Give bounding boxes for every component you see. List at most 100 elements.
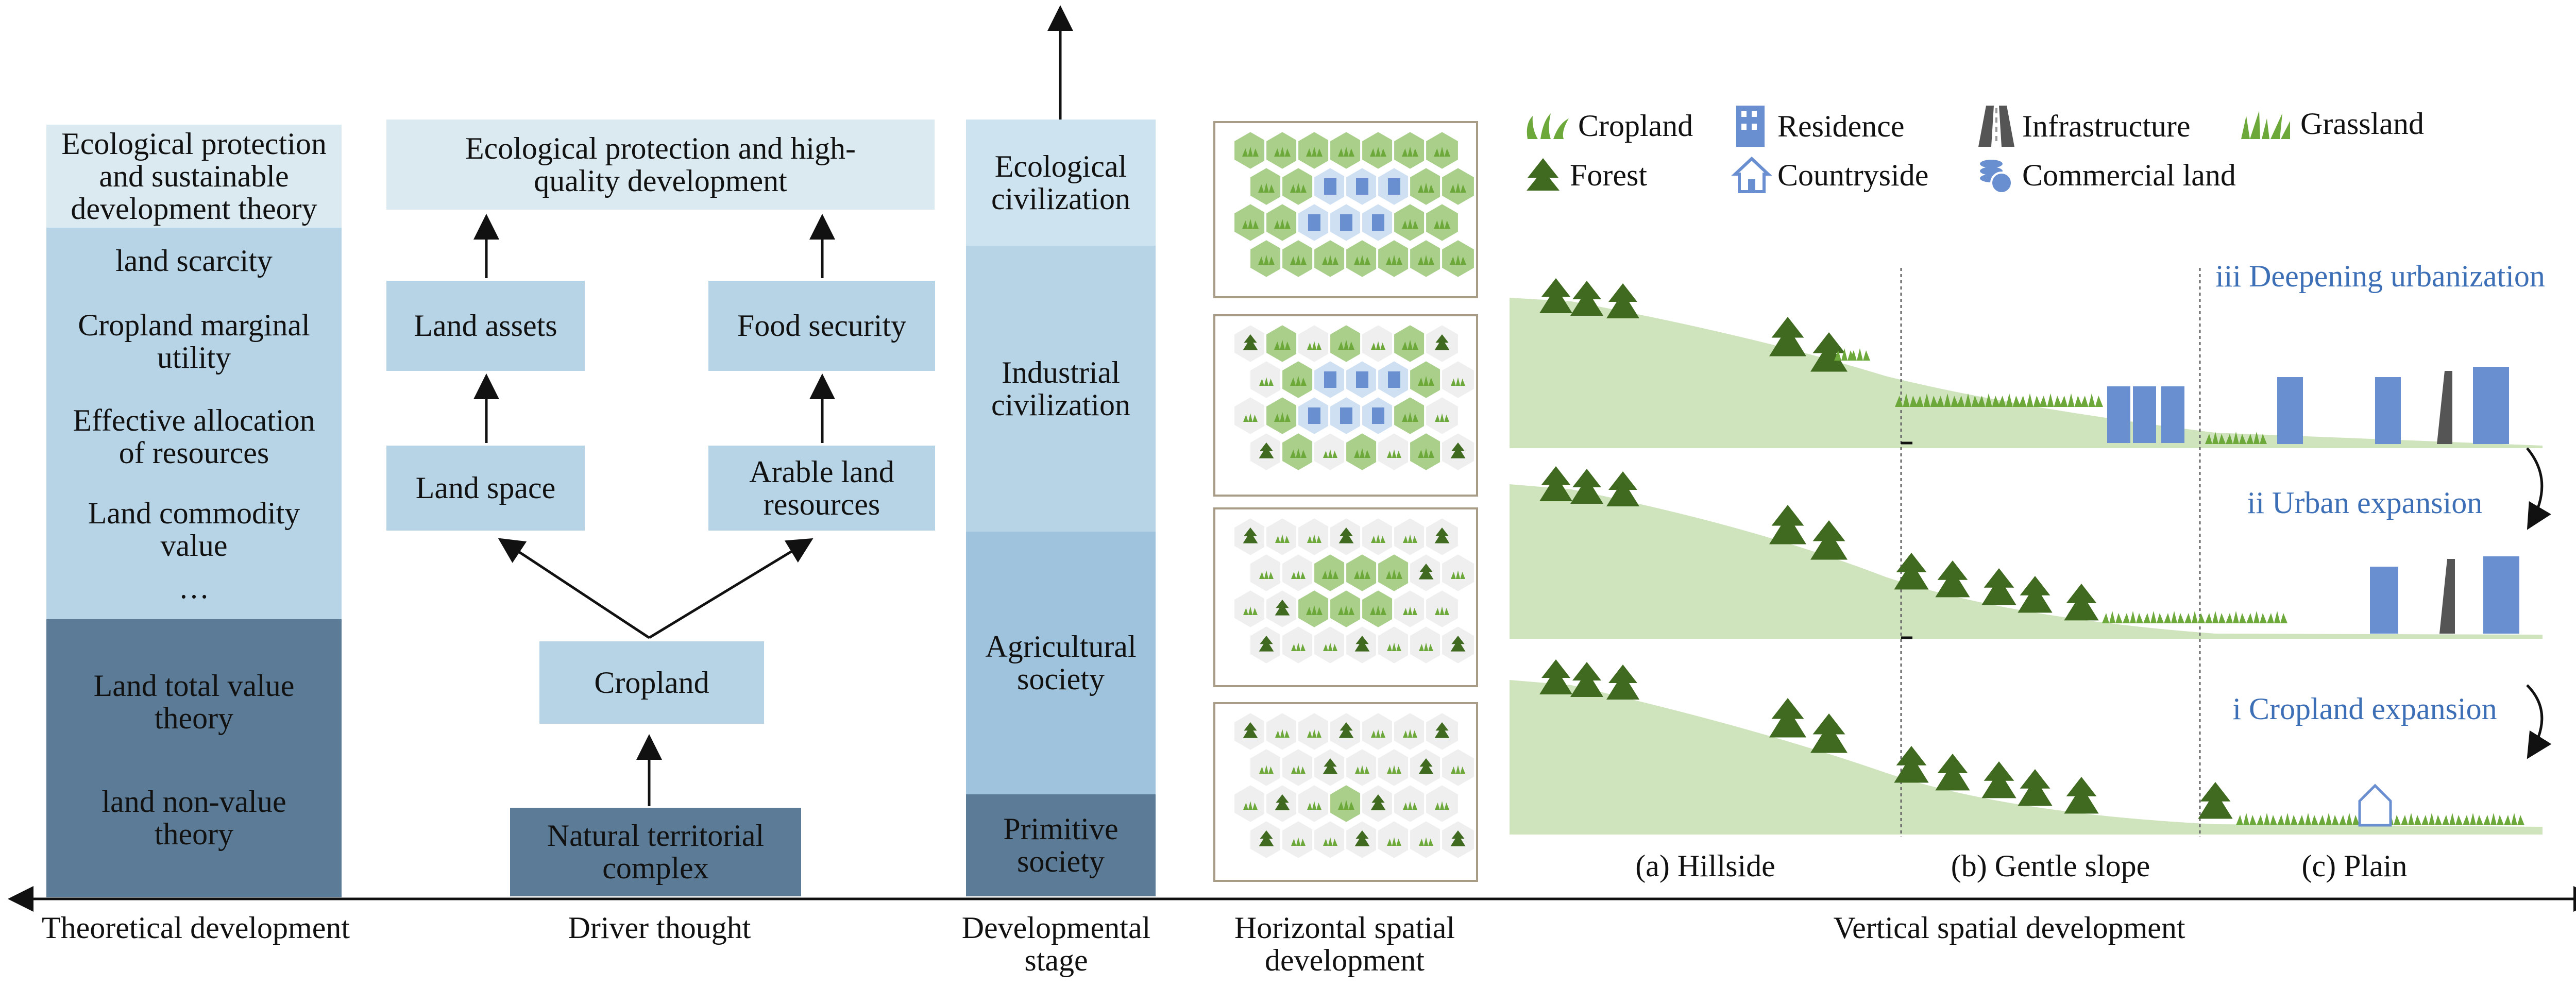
legend-cropland: Cropland (1522, 108, 1693, 144)
grass-icon (1259, 765, 1274, 774)
commercial-icon (1980, 160, 2013, 194)
theory-item: Effective allocation of resources (73, 403, 315, 470)
theory-mid-box (46, 228, 342, 619)
theory-item: … (178, 571, 210, 605)
legend-grassland: Grassland (2239, 106, 2424, 142)
tree-icon (1570, 469, 1603, 504)
label-hillside: (a) Hillside (1635, 849, 1775, 883)
axis-label-theoretical: Theoretical development (41, 911, 350, 945)
tree-icon (1259, 636, 1274, 652)
building-icon (2107, 386, 2130, 443)
forest-icon (1527, 158, 1560, 191)
countryside-icon (1731, 156, 1772, 193)
grass-icon (1291, 570, 1306, 579)
grass-icon (1307, 534, 1321, 543)
tree-icon (1539, 659, 1572, 694)
grass-icon (2102, 611, 2123, 623)
grass-icon (1957, 393, 1979, 407)
grass-icon (1259, 570, 1274, 579)
grass-icon (1355, 765, 1369, 774)
road-icon (2439, 559, 2455, 634)
tree-icon (1769, 698, 1806, 738)
cropland-icon (1527, 113, 1569, 139)
grass-icon (2463, 813, 2483, 825)
grass-icon (1243, 801, 1258, 810)
theory-item: Land commodity value (88, 496, 300, 563)
building-icon (2370, 567, 2398, 634)
tree-icon (1323, 758, 1338, 774)
building-icon (1356, 371, 1368, 388)
grass-icon (1370, 605, 1386, 615)
grass-icon (2184, 611, 2205, 623)
building-icon (1388, 178, 1400, 195)
tree-icon (1243, 527, 1258, 543)
grass-icon (1338, 799, 1354, 810)
grass-icon (1338, 605, 1354, 615)
legend-countryside: Countryside (1731, 155, 1928, 196)
food-security-box: Food security (708, 281, 935, 371)
grass-icon (1371, 729, 1385, 738)
driver-goal-box: Ecological protection and high-quality d… (386, 120, 935, 210)
tree-icon (1338, 527, 1354, 543)
tree-icon (1450, 443, 1466, 458)
building-icon (1308, 407, 1320, 424)
axis-label-driver: Driver thought (568, 911, 751, 945)
axis-label-vertical: Vertical spatial development (1833, 911, 2185, 945)
grass-icon (1434, 146, 1450, 157)
grass-icon (2504, 813, 2524, 825)
theory-top-box: Ecological protection and sustainable de… (46, 125, 342, 228)
legend-commercial: Commercial land (1976, 155, 2236, 196)
infrastructure-icon (1978, 106, 2014, 147)
grass-icon (1290, 182, 1307, 193)
tree-icon (1606, 283, 1639, 318)
grass-icon (2483, 813, 2504, 825)
building-icon (1372, 407, 1384, 424)
grass-icon (1402, 412, 1418, 422)
grass-icon (1354, 254, 1370, 265)
grass-icon (1243, 413, 1258, 422)
tree-icon (1570, 662, 1603, 697)
building-icon (2133, 386, 2156, 443)
grass-icon (2246, 611, 2267, 623)
tree-icon (1981, 568, 2016, 605)
grass-icon (1371, 341, 1385, 350)
grass-icon (1403, 534, 1417, 543)
grass-icon (1998, 393, 2021, 407)
label-cropland-expansion: i Cropland expansion (2232, 692, 2497, 726)
grass-icon (2401, 813, 2421, 825)
road-icon (2437, 371, 2452, 444)
grass-icon (1418, 182, 1434, 193)
grass-icon (1307, 729, 1321, 738)
grass-icon (1895, 393, 1918, 407)
grass-icon (1419, 642, 1433, 651)
grass-icon (2123, 611, 2143, 623)
tree-icon (1434, 722, 1450, 738)
grass-icon (2277, 813, 2298, 825)
tree-icon (1275, 600, 1290, 616)
tree-icon (1354, 830, 1370, 846)
grass-icon (1322, 569, 1338, 579)
grass-icon (1307, 801, 1321, 810)
grass-icon (1274, 339, 1291, 350)
cropland-box: Cropland (539, 641, 764, 724)
grass-icon (1258, 182, 1275, 193)
tree-icon (1450, 636, 1466, 652)
grass-icon (1307, 341, 1321, 350)
tree-icon (1570, 281, 1603, 316)
tree-icon (1418, 758, 1434, 774)
building-icon (1324, 371, 1336, 388)
tree-icon (2064, 777, 2099, 814)
grass-icon (1275, 534, 1290, 543)
building-icon (2277, 377, 2303, 444)
grass-icon (1274, 146, 1291, 157)
grass-icon (1338, 146, 1354, 157)
grass-icon (2267, 611, 2287, 623)
grass-icon (1290, 254, 1307, 265)
grass-icon (1354, 448, 1370, 458)
grass-icon (1275, 729, 1290, 738)
grass-icon (1306, 146, 1323, 157)
tree-icon (1259, 830, 1274, 846)
tree-icon (2198, 782, 2233, 819)
grass-icon (1834, 348, 1855, 361)
grass-icon (1371, 534, 1385, 543)
